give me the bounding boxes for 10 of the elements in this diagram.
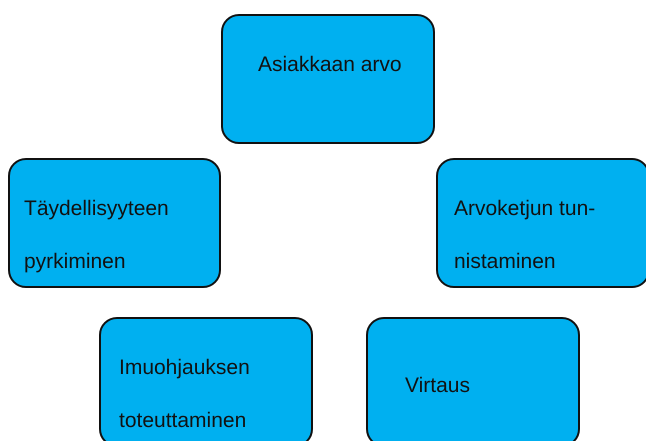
process-box xyxy=(366,317,580,441)
box-label: Täydellisyyteen pyrkiminen xyxy=(24,196,170,275)
box-label: Arvoketjun tun- nistaminen xyxy=(454,196,596,275)
process-box xyxy=(436,158,646,288)
process-box xyxy=(221,14,435,144)
process-box xyxy=(99,317,313,441)
box-label: Asiakkaan arvo xyxy=(258,52,403,78)
box-label: Virtaus xyxy=(405,373,471,399)
process-box xyxy=(8,158,221,288)
box-label: Imuohjauksen toteuttaminen xyxy=(119,355,251,434)
